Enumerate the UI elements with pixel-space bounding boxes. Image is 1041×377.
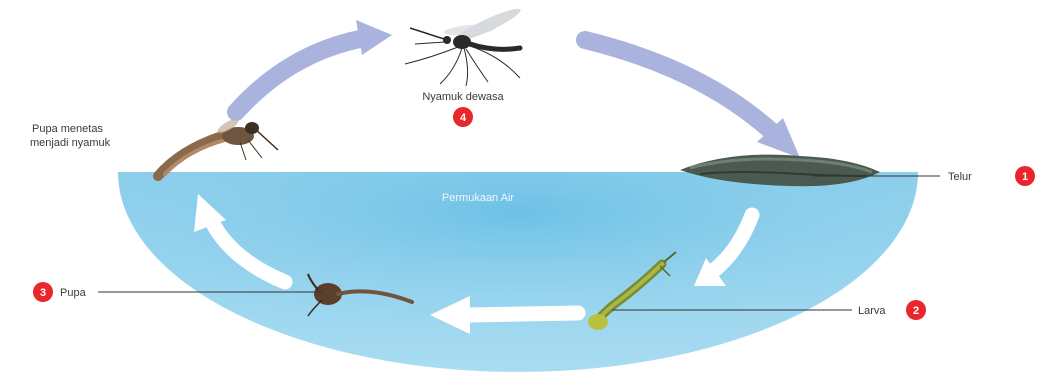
badge-larva: 2 xyxy=(906,300,926,320)
badge-egg-number: 1 xyxy=(1022,171,1028,183)
badge-pupa-number: 3 xyxy=(40,287,46,299)
egg-label: Telur xyxy=(948,171,972,183)
pupa-label: Pupa xyxy=(60,287,87,299)
arc-arrow-adult-to-egg xyxy=(585,40,800,158)
emerge-label-line2: menjadi nyamuk xyxy=(30,137,111,149)
badge-adult: 4 xyxy=(453,107,473,127)
water-surface-label: Permukaan Air xyxy=(442,192,514,204)
adult-mosquito-illustration xyxy=(405,4,523,86)
emerge-label-line1: Pupa menetas xyxy=(32,123,103,135)
badge-pupa: 3 xyxy=(33,282,53,302)
badge-adult-number: 4 xyxy=(460,112,467,124)
badge-larva-number: 2 xyxy=(913,305,919,317)
water-glow xyxy=(118,172,918,372)
larva-label: Larva xyxy=(858,305,886,317)
adult-label: Nyamuk dewasa xyxy=(422,91,504,103)
arc-arrow-emerge-to-adult xyxy=(236,20,392,112)
emerging-mosquito-illustration xyxy=(158,117,278,176)
badge-egg: 1 xyxy=(1015,166,1035,186)
